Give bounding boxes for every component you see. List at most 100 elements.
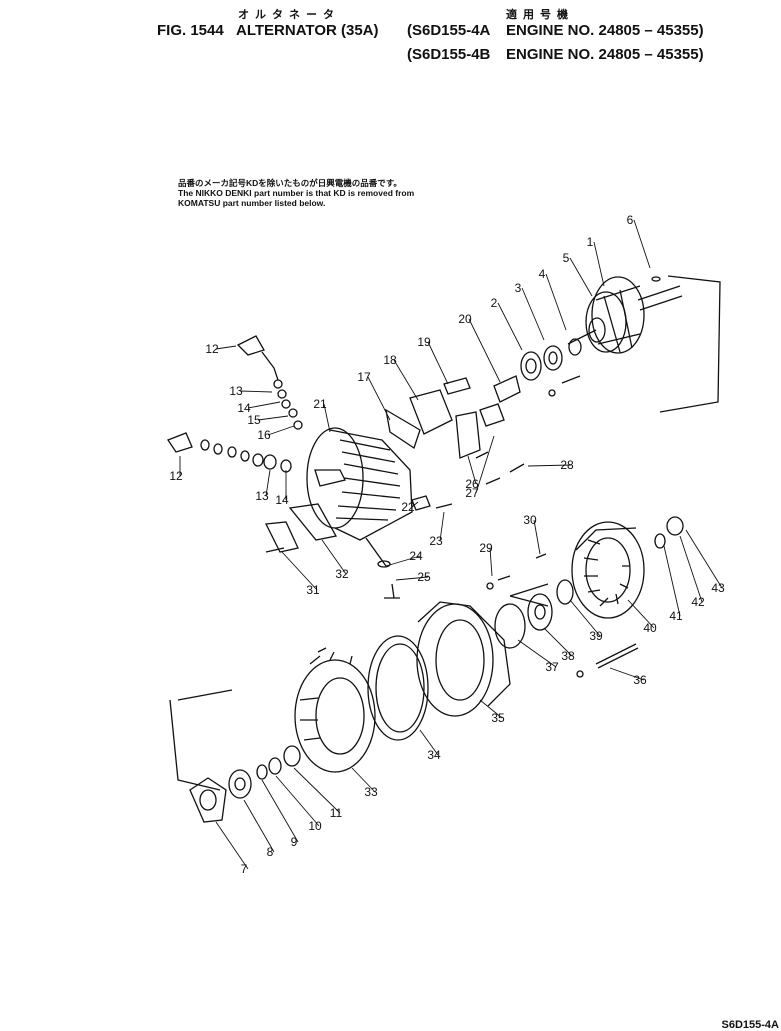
clip-parts bbox=[365, 495, 453, 599]
callout-leader-36 bbox=[609, 667, 645, 681]
callout-6: 6 bbox=[627, 213, 634, 227]
callout-leaders bbox=[179, 219, 723, 870]
callout-34: 34 bbox=[427, 748, 441, 762]
rear-bearing-assembly bbox=[494, 579, 574, 649]
callout-20: 20 bbox=[458, 312, 472, 326]
callout-33: 33 bbox=[364, 785, 378, 799]
callout-leader-33 bbox=[351, 767, 376, 793]
callout-leader-2 bbox=[497, 302, 523, 351]
note-japanese: 品番のメーカ記号KDを除いたものが日興電機の品番です。 bbox=[178, 178, 402, 188]
callout-17: 17 bbox=[357, 370, 371, 384]
callout-32: 32 bbox=[335, 567, 349, 581]
seal-ring bbox=[367, 635, 429, 741]
callout-3: 3 bbox=[515, 281, 522, 295]
callout-leader-21 bbox=[323, 403, 331, 433]
callout-9: 9 bbox=[291, 835, 298, 849]
callout-leader-14 bbox=[247, 401, 281, 409]
callout-leader-23 bbox=[439, 511, 445, 542]
parts-note: 品番のメーカ記号KDを除いたものが日興電機の品番です。 The NIKKO DE… bbox=[178, 178, 414, 208]
callout-38: 38 bbox=[561, 649, 575, 663]
callout-leader-13 bbox=[239, 390, 273, 393]
callout-22: 22 bbox=[401, 500, 415, 514]
callout-leader-1 bbox=[593, 241, 605, 287]
callout-21: 21 bbox=[313, 397, 327, 411]
front-bearing-stack bbox=[520, 338, 582, 381]
callout-41: 41 bbox=[669, 609, 683, 623]
key-6 bbox=[651, 276, 661, 282]
callout-leader-31 bbox=[281, 551, 318, 591]
page-footer-code: S6D155-4A bbox=[721, 1019, 779, 1031]
callout-leader-41 bbox=[663, 545, 681, 617]
callout-leader-27 bbox=[475, 435, 495, 494]
callout-leader-9 bbox=[261, 779, 299, 843]
cover-plates bbox=[264, 503, 338, 553]
terminal-plug-top bbox=[236, 335, 303, 430]
callout-leader-25 bbox=[395, 576, 429, 581]
callout-2: 2 bbox=[491, 296, 498, 310]
callout-11: 11 bbox=[330, 806, 343, 820]
callout-leader-38 bbox=[543, 627, 573, 657]
callout-leader-8 bbox=[243, 799, 275, 853]
callout-26: 26 bbox=[465, 477, 479, 491]
callout-29: 29 bbox=[479, 541, 493, 555]
figure-number: FIG. 1544 bbox=[157, 22, 224, 39]
callout-13: 13 bbox=[255, 489, 269, 503]
callout-leader-32 bbox=[321, 539, 347, 575]
callout-10: 10 bbox=[308, 819, 322, 833]
figure-title: ALTERNATOR (35A) bbox=[236, 22, 379, 39]
callout-28: 28 bbox=[560, 458, 574, 472]
cooling-fan bbox=[571, 521, 645, 619]
note-english-2: KOMATSU part number listed below. bbox=[178, 198, 326, 208]
callout-leader-11 bbox=[293, 767, 341, 814]
note-english-1: The NIKKO DENKI part number is that KD i… bbox=[178, 188, 415, 198]
callout-14: 14 bbox=[275, 493, 289, 507]
model-b: (S6D155-4B bbox=[407, 46, 491, 63]
callout-leader-10 bbox=[275, 775, 320, 827]
callout-12: 12 bbox=[205, 342, 219, 356]
rear-housing bbox=[306, 427, 413, 541]
callout-leader-12 bbox=[215, 345, 237, 350]
callout-leader-28 bbox=[527, 464, 572, 467]
model-a: (S6D155-4A bbox=[407, 22, 491, 39]
front-bearing-assembly bbox=[189, 745, 301, 823]
front-bracket bbox=[416, 601, 511, 717]
callout-15: 15 bbox=[247, 413, 261, 427]
callout-leader-3 bbox=[521, 287, 545, 341]
callout-39: 39 bbox=[589, 629, 603, 643]
callout-leader-22 bbox=[411, 501, 419, 508]
callout-leader-7 bbox=[215, 821, 249, 870]
engine-range-a: ENGINE NO. 24805 – 45355) bbox=[506, 22, 704, 39]
stator bbox=[294, 647, 376, 773]
callout-leader-5 bbox=[569, 257, 593, 297]
callout-leader-15 bbox=[257, 415, 289, 421]
callout-12: 12 bbox=[169, 469, 183, 483]
callout-leader-42 bbox=[679, 535, 703, 603]
callout-16: 16 bbox=[257, 428, 271, 442]
callout-leader-37 bbox=[517, 639, 557, 668]
callout-leader-34 bbox=[419, 729, 439, 756]
assembly-lines bbox=[169, 275, 721, 791]
callout-18: 18 bbox=[383, 353, 397, 367]
callout-36: 36 bbox=[633, 673, 647, 687]
callout-5: 5 bbox=[563, 251, 570, 265]
callout-40: 40 bbox=[643, 621, 657, 635]
callout-23: 23 bbox=[429, 534, 443, 548]
callout-1: 1 bbox=[587, 235, 594, 249]
callout-27: 27 bbox=[465, 486, 479, 500]
callout-24: 24 bbox=[409, 549, 423, 563]
callout-37: 37 bbox=[545, 660, 559, 674]
regulator-bracket bbox=[385, 375, 581, 485]
callout-14: 14 bbox=[237, 401, 251, 415]
through-bolt bbox=[576, 643, 639, 678]
callout-4: 4 bbox=[539, 267, 546, 281]
callout-leader-20 bbox=[468, 318, 501, 383]
callout-leader-39 bbox=[569, 599, 601, 637]
callout-8: 8 bbox=[267, 845, 274, 859]
callout-leader-30 bbox=[533, 519, 541, 555]
callout-leader-43 bbox=[685, 529, 723, 589]
japanese-applicable-label: 適用号機 bbox=[506, 9, 574, 21]
callout-43: 43 bbox=[711, 581, 725, 595]
callout-35: 35 bbox=[491, 711, 505, 725]
callout-leader-19 bbox=[427, 341, 449, 385]
